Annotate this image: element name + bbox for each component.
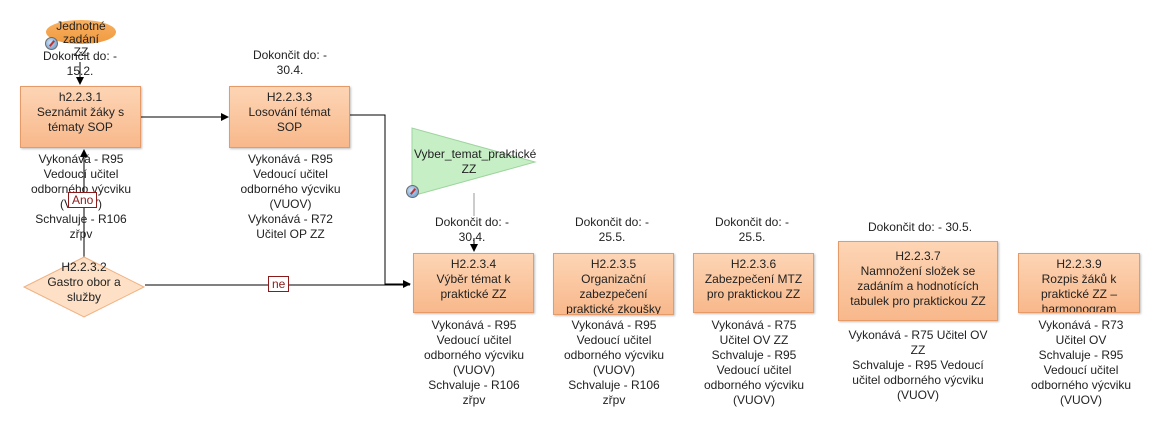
role-line: Vedoucí učitel (1043, 363, 1119, 377)
message-triangle-shape (411, 127, 537, 197)
edge-task3-task4 (350, 114, 411, 288)
task7-roles: Vykonává - R75 Učitel OV ZZ Schvaluje - … (838, 328, 998, 403)
role-line: (VUOV) (1060, 393, 1102, 407)
task-h2-2-3-3[interactable]: H2.2.3.3 Losování témat SOP (229, 86, 350, 148)
compass-icon (406, 185, 419, 198)
task-name: Seznámit žáky s tématy SOP (36, 105, 125, 134)
role-line: Vedoucí učitel (716, 363, 792, 377)
role-line: Vedoucí učitel (436, 333, 512, 347)
start-event[interactable]: Jednotné zadání ZZ (46, 20, 116, 59)
role-line: Vykonává - R72 (248, 212, 333, 226)
role-line: (VUOV) (269, 197, 312, 211)
role-line: zřpv (602, 393, 626, 407)
task-h2-2-3-5[interactable]: H2.2.3.5 Organizační zabezpečení praktic… (553, 253, 674, 315)
task7-deadline: Dokončit do: - 30.5. (867, 220, 973, 234)
task3-deadline: Dokončit do: - 30.4. (252, 48, 328, 77)
decision-name: Gastro obor a služby (47, 275, 121, 304)
role-line: (VUOV) (733, 393, 775, 407)
task-name: Losování témat SOP (248, 105, 331, 134)
task-code: h2.2.3.1 (58, 90, 103, 104)
task-h2-2-3-9[interactable]: H2.2.3.9 Rozpis žáků k praktické ZZ – ha… (1018, 253, 1140, 313)
role-line: Schvaluje - R95 (1038, 348, 1124, 362)
decision-gateway[interactable]: H2.2.3.2 Gastro obor a služby (24, 260, 144, 305)
task-code: H2.2.3.5 (590, 257, 637, 271)
role-line: Vykonává - R95 (571, 318, 657, 332)
role-line: odborného výcviku (703, 378, 805, 392)
role-line: Schvaluje - R95 (711, 348, 797, 362)
task-name: Výběr témat k praktické ZZ (436, 272, 511, 301)
role-line: zřpv (462, 393, 486, 407)
role-line: Vykonává - R75 Učitel OV (848, 328, 988, 342)
role-line: Vykonává - R95 (248, 152, 333, 166)
role-line: Vedoucí učitel (43, 167, 119, 181)
task-code: H2.2.3.3 (266, 90, 313, 104)
task-name: Rozpis žáků k praktické ZZ – harmonogram (1040, 272, 1118, 313)
task-h2-2-3-6[interactable]: H2.2.3.6 Zabezpečení MTZ pro praktickou … (693, 253, 814, 313)
task-h2-2-3-4[interactable]: H2.2.3.4 Výběr témat k praktické ZZ (413, 253, 534, 313)
task6-roles: Vykonává - R75 Učitel OV ZZ Schvaluje - … (693, 318, 815, 408)
task-code: H2.2.3.6 (730, 257, 777, 271)
role-line: Učitel OP ZZ (256, 227, 325, 241)
role-line: ZZ (910, 343, 926, 357)
role-line: Vedoucí učitel (253, 167, 328, 181)
role-line: odborného výcviku (30, 182, 132, 196)
task-name: Namnožení složek se zadáním a hodnotícíc… (850, 264, 986, 308)
role-line: odborného výcviku (563, 348, 665, 362)
role-line: odborného výcviku (240, 182, 341, 196)
role-line: Vedoucí učitel (576, 333, 652, 347)
edge-label-yes: Ano (68, 192, 98, 208)
role-line: Schvaluje - R95 Vedoucí (852, 358, 984, 372)
role-line: Schvaluje - R106 (428, 378, 520, 392)
role-line: Vykonává - R73 (1038, 318, 1124, 332)
task-h2-2-3-7[interactable]: H2.2.3.7 Namnožení složek se zadáním a h… (838, 241, 998, 321)
role-line: odborného výcviku (423, 348, 525, 362)
task3-roles: Vykonává - R95 Vedoucí učitel odborného … (228, 152, 353, 242)
role-line: (VUOV) (593, 363, 635, 377)
task-name: Organizační zabezpečení praktické zkoušk… (566, 272, 661, 315)
role-line: (VUOV) (453, 363, 495, 377)
task5-roles: Vykonává - R95 Vedoucí učitel odborného … (553, 318, 675, 408)
task5-deadline: Dokončit do: - 25.5. (574, 215, 650, 244)
decision-diamond-shape (22, 256, 146, 318)
task-code: H2.2.3.4 (450, 257, 497, 271)
start-event-label: Jednotné zadání ZZ (56, 19, 106, 59)
task9-roles: Vykonává - R73 Učitel OV Schvaluje - R95… (1018, 318, 1144, 408)
task-code: H2.2.3.7 (895, 249, 941, 263)
compass-icon (45, 37, 58, 50)
role-line: Vykonává - R95 (431, 318, 517, 332)
message-event[interactable]: Vyber_temat_praktické ZZ (414, 147, 537, 176)
task1-deadline: Dokončit do: - 15.2. (42, 49, 118, 78)
role-line: zřpv (69, 227, 93, 241)
role-line: Učitel OV ZZ (719, 333, 789, 347)
role-line: učitel odborného výcviku (852, 373, 984, 387)
role-line: odborného výcviku (1030, 378, 1132, 392)
edge-label-no: ne (268, 276, 290, 292)
role-line: Učitel OV (1055, 333, 1107, 347)
role-line: (VUOV) (897, 388, 939, 402)
role-line: Vykonává - R75 (711, 318, 797, 332)
decision-code: H2.2.3.2 (61, 260, 107, 274)
role-line: Schvaluje - R106 (568, 378, 660, 392)
task6-deadline: Dokončit do: - 25.5. (714, 215, 790, 244)
task-name: Zabezpečení MTZ pro praktickou ZZ (704, 272, 803, 301)
task-h2-2-3-1[interactable]: h2.2.3.1 Seznámit žáky s tématy SOP (20, 86, 141, 148)
role-line: Vykonává - R95 (38, 152, 124, 166)
task4-roles: Vykonává - R95 Vedoucí učitel odborného … (413, 318, 535, 408)
task-code: H2.2.3.9 (1056, 257, 1102, 271)
role-line: Schvaluje - R106 (35, 212, 127, 226)
task4-deadline: Dokončit do: - 30.4. (434, 215, 510, 244)
